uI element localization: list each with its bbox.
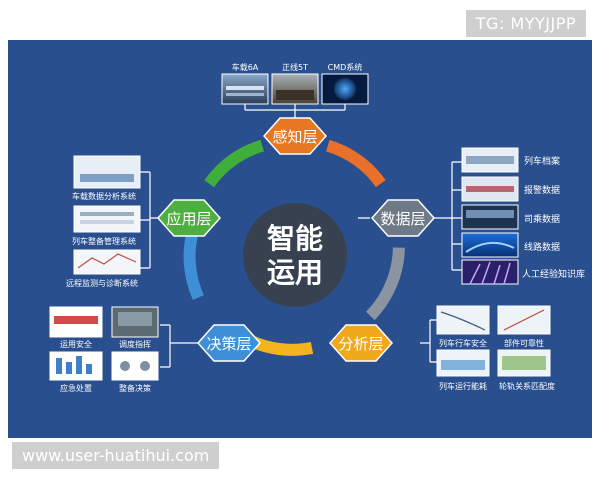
application-item-label: 车载数据分析系统 (72, 191, 136, 201)
connectors (140, 104, 462, 368)
layer-application: 应用层 (156, 199, 222, 237)
perception-item-label: CMD系统 (328, 62, 363, 72)
arc-data-to-analysis (365, 247, 405, 321)
perception-item-label: 正线5T (282, 62, 308, 72)
application-thumb (73, 205, 141, 233)
application-item-label: 列车整备管理系统 (72, 236, 136, 246)
decision-thumb (111, 351, 159, 381)
layer-decision-label: 决策层 (206, 335, 251, 353)
perception-item-label: 车载6A (232, 62, 259, 72)
decision-items: 运用安全 调度指挥 应急处置 整备决策 (49, 306, 159, 393)
arc-application-to-perception (204, 139, 265, 188)
data-item-label: 列车档案 (524, 155, 560, 167)
decision-item-label: 应急处置 (60, 383, 92, 393)
cycle-ring (183, 139, 405, 356)
analysis-items: 列车行车安全 部件可靠性 列车运行能耗 轮轨关系匹配度 (436, 305, 555, 391)
application-items: 车载数据分析系统 列车整备管理系统 远程监测与诊断系统 (66, 155, 141, 288)
decision-item-label: 调度指挥 (119, 339, 151, 349)
analysis-item-label: 列车行车安全 (439, 338, 487, 348)
layer-analysis-label: 分析层 (338, 335, 383, 353)
layer-data: 数据层 (370, 199, 436, 237)
data-item-label: 人工经验知识库 (522, 268, 585, 280)
layer-data-label: 数据层 (380, 210, 425, 228)
analysis-item-label: 部件可靠性 (504, 338, 544, 348)
layer-analysis: 分析层 (328, 324, 394, 362)
center-line1: 智能 (267, 222, 323, 255)
layer-application-label: 应用层 (166, 210, 211, 228)
application-thumb (73, 155, 141, 189)
arc-decision-to-application (183, 229, 204, 301)
layer-perception: 感知层 (262, 117, 328, 155)
decision-item-label: 整备决策 (119, 383, 151, 393)
analysis-item-label: 轮轨关系匹配度 (499, 381, 555, 391)
application-item-label: 远程监测与诊断系统 (66, 278, 138, 288)
layer-perception-label: 感知层 (272, 128, 317, 146)
arc-perception-to-data (325, 139, 386, 188)
watermark-top: TG: MYYJJPP (465, 10, 586, 37)
data-item-label: 报警数据 (524, 184, 560, 196)
center-node: 智能 运用 (243, 203, 347, 307)
center-line2: 运用 (267, 256, 323, 289)
watermark-bottom: www.user-huatihui.com (12, 442, 220, 469)
data-items: 列车档案 报警数据 司乘数据 线路数据 人工经验知识库 (461, 147, 585, 285)
analysis-item-label: 列车运行能耗 (439, 381, 487, 391)
data-item-label: 司乘数据 (524, 213, 560, 225)
decision-item-label: 运用安全 (60, 339, 92, 349)
data-item-label: 线路数据 (524, 241, 560, 253)
layer-decision: 决策层 (196, 324, 262, 362)
perception-items: 车载6A 正线5T CMD系统 (221, 62, 369, 105)
